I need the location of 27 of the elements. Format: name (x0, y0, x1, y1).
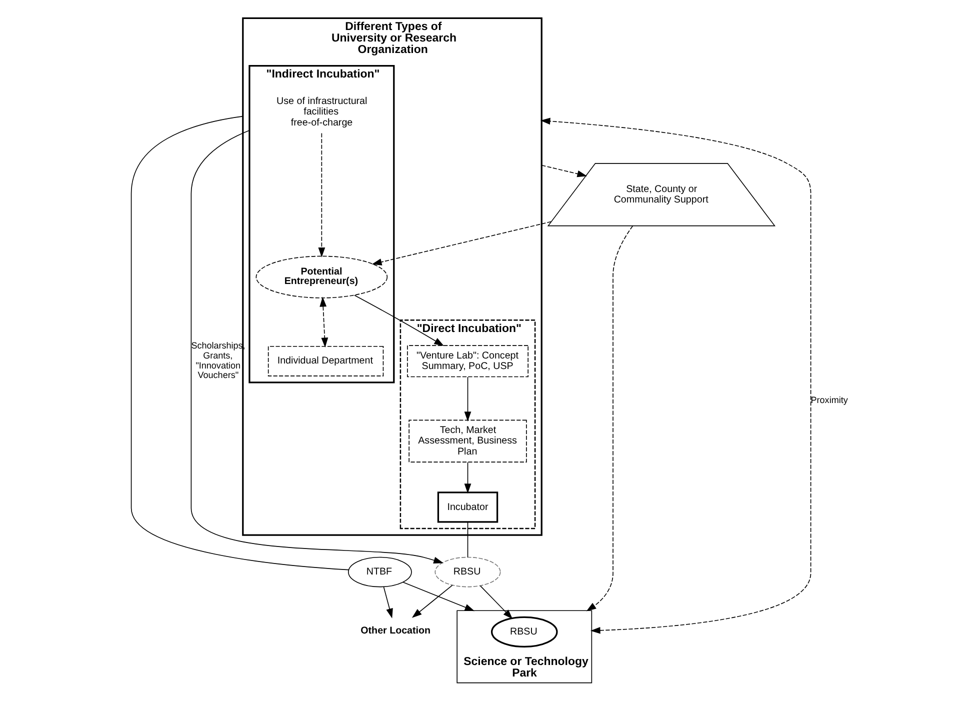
arrow (540, 118, 812, 634)
node-text: Use of infrastructural facilities free-of-charge (276, 96, 368, 128)
node-ellipse: NTBF (348, 556, 412, 588)
arrow (354, 294, 444, 346)
node-ellipse: RBSU (490, 616, 558, 648)
arrow (464, 462, 472, 494)
node-box: "Venture Lab": Concept Summary, PoC, USP (407, 345, 528, 378)
node-text: Other Location (360, 626, 431, 637)
node-box: Individual Department (268, 346, 384, 376)
arrow (190, 130, 444, 564)
connector (467, 522, 468, 558)
arrow (464, 376, 472, 422)
arrow (402, 582, 475, 612)
edge-label: Proximity (810, 394, 848, 405)
arrow (372, 221, 552, 266)
node-ellipse: Potential Entrepreneur(s) (256, 256, 388, 298)
node-ellipse: RBSU (434, 556, 501, 588)
arrow (586, 226, 634, 612)
arrow (480, 585, 513, 620)
arrow (412, 584, 453, 618)
arrow (318, 132, 326, 258)
node-box: Tech, Market Assessment, Business Plan (408, 420, 527, 462)
connector (130, 116, 350, 570)
arrow (320, 296, 328, 348)
node-box: Incubator (437, 492, 498, 523)
arrow (383, 586, 393, 618)
arrow (541, 164, 588, 178)
